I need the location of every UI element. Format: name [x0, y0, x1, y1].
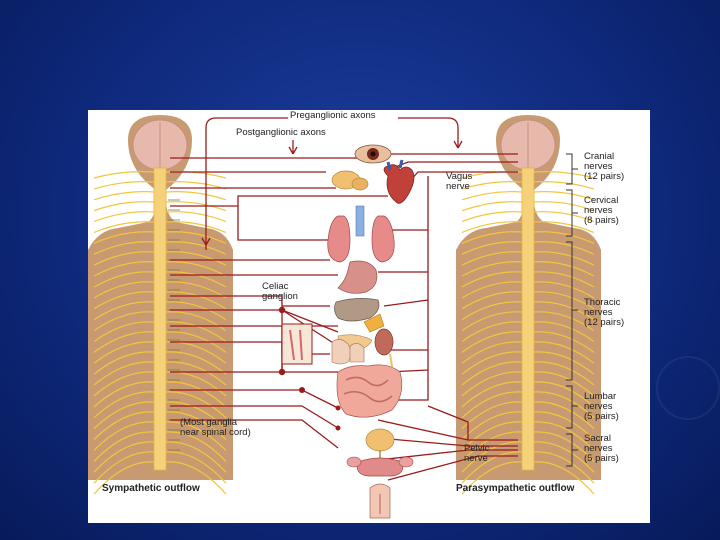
eye-icon: [355, 145, 391, 163]
right-body-silhouette: [456, 115, 601, 480]
bladder-icon: [366, 429, 394, 460]
spinal-nerve-branch: [462, 212, 522, 222]
spinal-nerve-branch: [94, 182, 154, 189]
parasympathetic-outflow-caption: Parasympathetic outflow: [456, 484, 574, 494]
spinal-nerve-branch: [94, 212, 154, 222]
heart-icon: [384, 160, 414, 203]
lungs-icon: [328, 206, 395, 262]
pelvic-nerve-label: Pelvic nerve: [464, 444, 489, 464]
nerve-group-label-cervical: Cervical nerves (8 pairs): [584, 196, 619, 226]
nerve-group-label-cranial: Cranial nerves (12 pairs): [584, 152, 624, 182]
nerve-group-label-sacral: Sacral nerves (5 pairs): [584, 434, 619, 464]
intestine-icon: [337, 365, 402, 417]
spinal-nerve-branch: [534, 182, 594, 189]
spinal-nerve-branch: [462, 192, 522, 200]
stomach-icon: [338, 261, 377, 293]
most-ganglia-label: (Most ganglia near spinal cord): [180, 418, 251, 438]
preganglionic-label: Preganglionic axons: [288, 111, 378, 121]
reproductive-organs-icon: [347, 457, 413, 518]
background-decoration: [656, 356, 720, 420]
nerve-group-label-thoracic: Thoracic nerves (12 pairs): [584, 298, 624, 328]
vagus-nerve-label: Vagus nerve: [446, 172, 472, 192]
nervous-system-figure: Preganglionic axons Postganglionic axons…: [88, 110, 650, 523]
spinal-nerve-branch: [94, 192, 154, 200]
salivary-gland-icon: [332, 171, 368, 190]
spinal-nerve-branch: [166, 192, 226, 200]
spinal-nerve-branch: [94, 202, 154, 211]
postganglionic-label: Postganglionic axons: [234, 128, 328, 138]
nerve-group-label-lumbar: Lumbar nerves (5 pairs): [584, 392, 619, 422]
celiac-ganglion-label: Celiac ganglion: [262, 282, 298, 302]
sympathetic-outflow-caption: Sympathetic outflow: [102, 484, 200, 494]
diagram-canvas: [88, 110, 650, 523]
spinal-nerve-branch: [462, 202, 522, 211]
